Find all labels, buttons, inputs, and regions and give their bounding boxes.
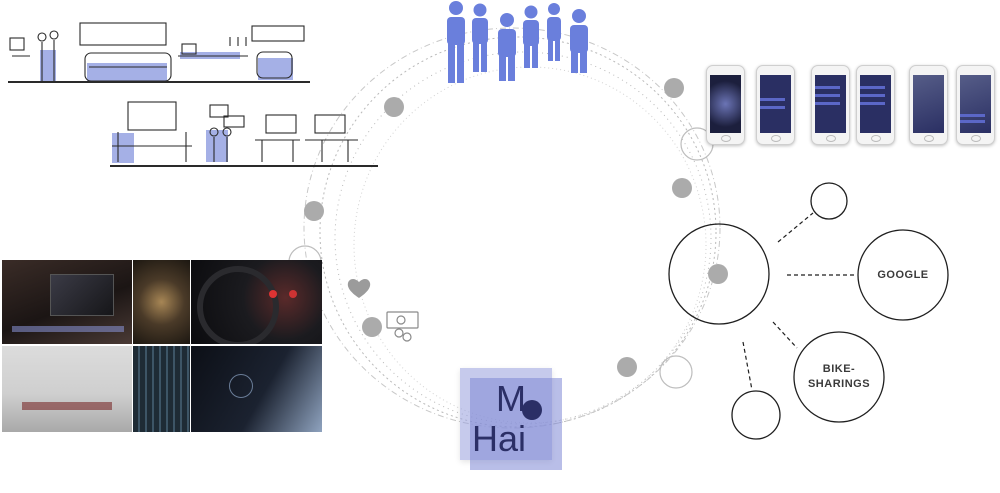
office-sketch — [8, 22, 378, 167]
ring-marker-open — [659, 355, 693, 389]
logo-text-hai: Hai — [472, 418, 527, 459]
google-label: GOOGLE — [877, 269, 929, 281]
ring-dot — [304, 201, 324, 221]
mhai-logo: M Hai — [460, 368, 562, 470]
ring-dot — [362, 317, 382, 337]
photo-building — [133, 346, 190, 432]
ring-dot — [384, 97, 404, 117]
hub-dot — [708, 264, 728, 284]
phone-screen — [756, 65, 795, 145]
ring-dot — [672, 178, 692, 198]
heart-icon — [347, 279, 371, 298]
people-group-icon — [447, 1, 588, 83]
logo-dot — [522, 400, 542, 420]
photo-watch — [191, 346, 322, 432]
ring-dot — [664, 78, 684, 98]
bike-sharings-label: BIKE- SHARINGS — [807, 363, 871, 390]
money-icon — [386, 311, 419, 342]
satellite-node-google — [857, 229, 949, 321]
hub-circle — [668, 223, 770, 325]
phone-screen — [706, 65, 745, 145]
orbit-ring-outer — [319, 36, 717, 428]
phone-screen — [856, 65, 895, 145]
connector-empty — [742, 341, 753, 391]
satellite-node-small — [810, 182, 848, 220]
connector-small — [777, 212, 814, 243]
phone-screen — [956, 65, 995, 145]
orbit-ring-inner — [353, 66, 707, 424]
phone-screen — [909, 65, 948, 145]
satellite-node-empty — [731, 390, 781, 440]
connector-bike — [772, 321, 798, 349]
photo-office-interior — [2, 346, 132, 432]
phone-screen — [811, 65, 850, 145]
orbit-ring-mid — [334, 51, 712, 425]
satellite-node-bike — [793, 331, 885, 423]
photo-laptop — [2, 260, 132, 344]
logo-text-m: M — [496, 378, 526, 419]
photo-dashboard — [191, 260, 322, 344]
orbit-ring-dashdot — [303, 27, 721, 429]
ring-dot — [617, 357, 637, 377]
photo-spices — [133, 260, 190, 344]
